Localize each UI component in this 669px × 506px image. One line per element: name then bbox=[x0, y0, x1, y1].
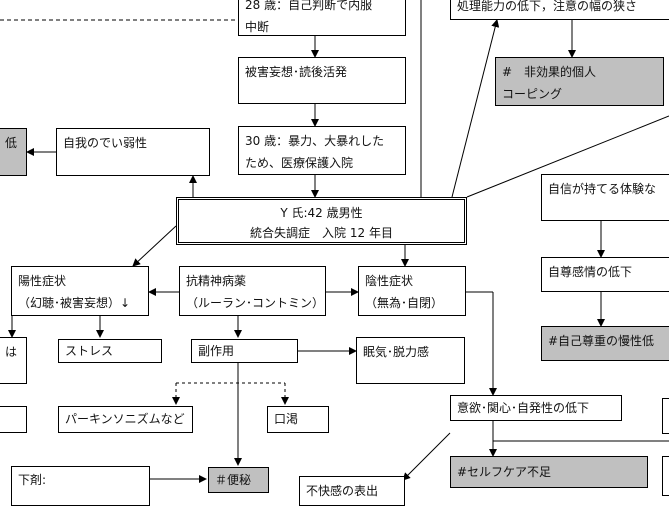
node-yousei-line-2: （幻聴･被害妄想）↓ bbox=[18, 296, 131, 310]
node-hikouka-line-2: コーピング bbox=[502, 87, 563, 101]
node-higai: 被害妄想･読後活発 bbox=[238, 57, 406, 104]
node-higai-line-1: 被害妄想･読後活発 bbox=[245, 65, 348, 79]
node-fukai-line-1: 不快感の表出 bbox=[306, 484, 379, 498]
node-center-line-1: Y 氏:42 歳男性 bbox=[280, 206, 363, 220]
node-hikouka-line-1: # 非効果的個人 bbox=[502, 65, 597, 79]
node-30sai: 30 歳：暴力、大暴れした ため、医療保護入院 bbox=[238, 126, 406, 175]
node-geri: 下剤: bbox=[11, 466, 150, 506]
node-leftbox bbox=[0, 406, 27, 433]
node-insei-line-2: （無為･自閉） bbox=[365, 296, 444, 310]
node-nikkei-line-1: 28 歳：自己判断で内服 bbox=[245, 0, 373, 12]
node-minki-line-1: 眠気･脱力感 bbox=[363, 345, 430, 359]
node-nikkei-line-2: 中断 bbox=[245, 20, 270, 34]
node-center-line-2: 統合失調症 入院 12 年目 bbox=[250, 226, 393, 240]
node-tei-line-1: 低 bbox=[5, 136, 18, 150]
node-insei-line-1: 陰性症状 bbox=[365, 274, 414, 288]
line-center-right bbox=[466, 115, 669, 198]
node-kokatsu-line-1: 口渇 bbox=[274, 412, 299, 426]
node-jison-line-1: 自尊感情の低下 bbox=[548, 265, 633, 279]
node-kouseishin-line-1: 抗精神病薬 bbox=[186, 274, 247, 288]
node-jiga-line-1: 自我のでい弱性 bbox=[63, 136, 148, 150]
node-stress: ストレス bbox=[58, 339, 162, 363]
node-jison2-line-1: #自己尊重の慢性低 bbox=[548, 334, 655, 348]
node-rightbox2 bbox=[662, 456, 669, 496]
node-rightbox bbox=[662, 398, 669, 434]
node-minki: 眠気･脱力感 bbox=[356, 337, 465, 384]
arrow-center-shori bbox=[451, 19, 500, 198]
node-iyoku-line-1: 意欲･関心･自発性の低下 bbox=[457, 401, 590, 415]
node-fukusayou: 副作用 bbox=[191, 339, 298, 363]
node-jiga: 自我のでい弱性 bbox=[56, 128, 210, 176]
node-30sai-line-1: 30 歳：暴力、大暴れした bbox=[245, 134, 385, 148]
node-yousei-line-1: 陽性症状 bbox=[18, 274, 67, 288]
arrow-iyoku-fukai bbox=[402, 432, 451, 481]
node-nikkei: 28 歳：自己判断で内服 中断 bbox=[238, 0, 406, 36]
node-fukai: 不快感の表出 bbox=[299, 476, 405, 506]
node-selfcare: #セルフケア不足 bbox=[450, 456, 648, 488]
node-shori: 処理能力の低下，注意の幅の狭さ bbox=[450, 0, 669, 20]
node-kouseishin: 抗精神病薬 （ルーラン･コントミン）↓ bbox=[179, 266, 326, 316]
node-30sai-line-2: ため、医療保護入院 bbox=[245, 156, 354, 170]
node-benpi-line-1: ＃便秘 bbox=[215, 473, 252, 487]
node-kokatsu: 口渇 bbox=[267, 406, 329, 433]
node-shori-line-1: 処理能力の低下，注意の幅の狭さ bbox=[457, 0, 638, 13]
node-iyoku: 意欲･関心･自発性の低下 bbox=[450, 395, 622, 421]
node-benpi: ＃便秘 bbox=[208, 467, 269, 493]
node-jison2: #自己尊重の慢性低 bbox=[541, 326, 669, 361]
node-stress-line-1: ストレス bbox=[65, 344, 114, 358]
arrow-center-yousei bbox=[132, 225, 177, 267]
node-fukusayou-line-1: 副作用 bbox=[198, 344, 235, 358]
node-hikouka: # 非効果的個人 コーピング bbox=[495, 57, 664, 106]
node-tei: 低 bbox=[0, 128, 27, 176]
node-ha-line-1: は bbox=[5, 345, 18, 359]
node-jishin: 自信が持てる体験な bbox=[541, 174, 669, 221]
node-center: Y 氏:42 歳男性 統合失調症 入院 12 年目 bbox=[176, 197, 467, 245]
node-jishin-line-1: 自信が持てる体験な bbox=[548, 182, 657, 196]
node-kouseishin-line-2: （ルーラン･コントミン）↓ bbox=[186, 296, 326, 310]
node-ha: は bbox=[0, 337, 27, 384]
node-parkinson: パーキンソニズムなど bbox=[58, 406, 193, 433]
node-selfcare-line-1: #セルフケア不足 bbox=[457, 465, 552, 479]
node-jison: 自尊感情の低下 bbox=[541, 257, 669, 292]
node-yousei: 陽性症状 （幻聴･被害妄想）↓ bbox=[11, 266, 149, 316]
node-parkinson-line-1: パーキンソニズムなど bbox=[65, 412, 185, 426]
node-geri-line-1: 下剤: bbox=[18, 473, 47, 487]
node-insei: 陰性症状 （無為･自閉） bbox=[358, 266, 466, 316]
